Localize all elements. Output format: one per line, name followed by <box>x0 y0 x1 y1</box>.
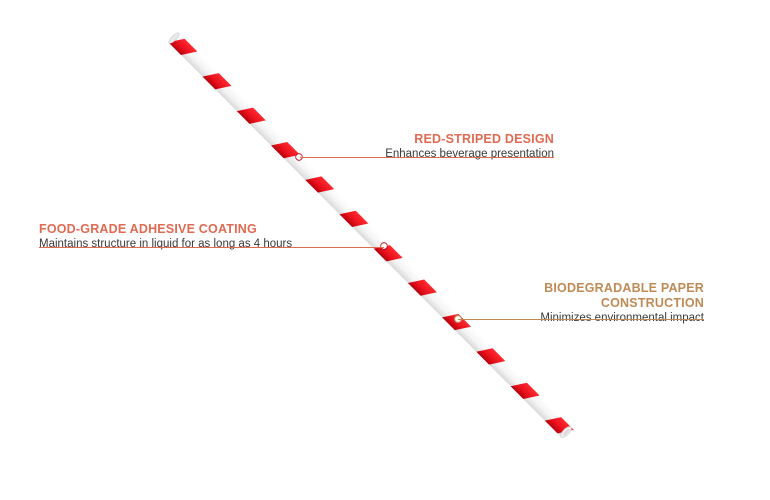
callout-title: BIODEGRADABLE PAPER CONSTRUCTION <box>544 281 704 310</box>
straw-opening <box>562 428 570 436</box>
callout-biodegradable-paper: BIODEGRADABLE PAPER CONSTRUCTION Minimiz… <box>458 281 704 325</box>
callout-title: FOOD-GRADE ADHESIVE COATING <box>39 222 257 236</box>
callout-red-striped-design: RED-STRIPED DESIGN Enhances beverage pre… <box>300 132 554 161</box>
straw-stripe <box>236 107 266 124</box>
callout-leader-line <box>458 319 704 320</box>
callout-description: Maintains structure in liquid for as lon… <box>39 238 293 250</box>
callout-leader-line <box>300 157 554 158</box>
straw-stripe <box>510 382 540 400</box>
callout-description: Enhances beverage presentation <box>385 148 554 160</box>
straw-top-end <box>168 32 180 44</box>
callout-title: RED-STRIPED DESIGN <box>414 132 554 146</box>
straw-body <box>169 33 571 437</box>
straw-stripe <box>271 141 300 159</box>
straw-stripe <box>202 73 232 90</box>
straw-stripe <box>339 210 369 227</box>
callout-food-grade-coating: FOOD-GRADE ADHESIVE COATING Maintains st… <box>39 222 384 251</box>
straw-stripe <box>168 38 198 55</box>
callout-description: Minimizes environmental impact <box>540 312 704 324</box>
straw-stripe <box>476 348 506 365</box>
straw-stripe <box>373 245 403 262</box>
callout-marker-red-striped <box>295 153 303 161</box>
straw-stripe <box>407 279 437 296</box>
callout-leader-line <box>39 247 384 248</box>
paper-straw <box>168 32 574 438</box>
straw-stripe <box>305 176 335 193</box>
